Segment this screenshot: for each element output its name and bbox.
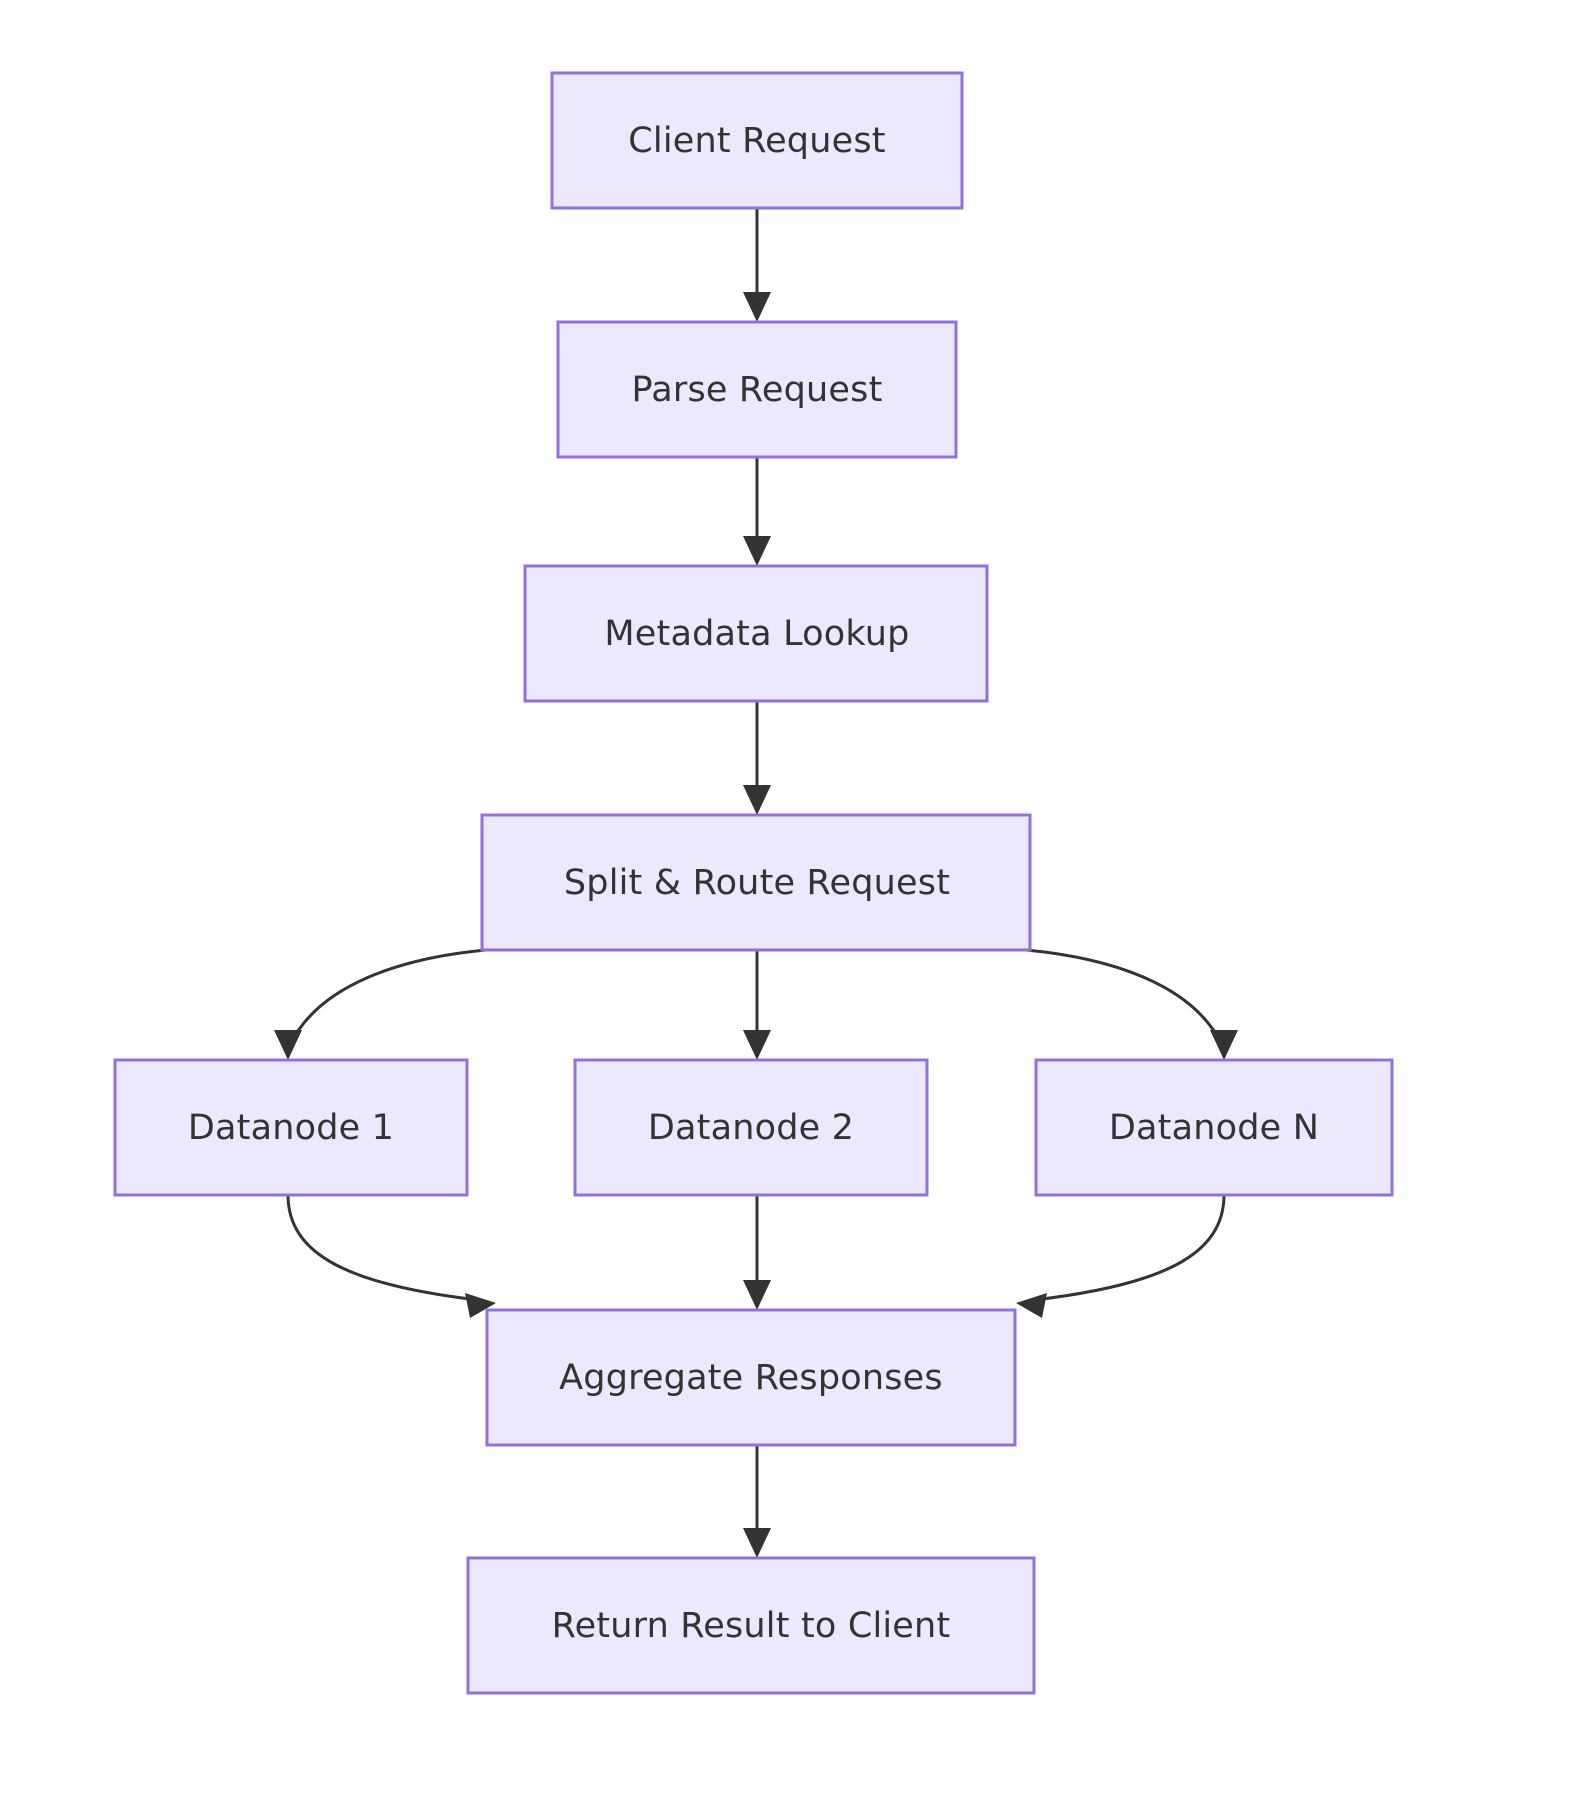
edge-split-route-to-datanode-n [1025, 948, 1238, 1060]
node-label-datanode-n: Datanode N [1109, 1108, 1319, 1148]
arrowhead-icon [465, 1293, 496, 1318]
node-box[interactable] [556, 320, 958, 459]
node-box[interactable] [573, 1058, 929, 1197]
arrowhead-icon [274, 1030, 302, 1060]
node-parse-request[interactable]: Parse Request [556, 320, 958, 459]
node-label-client-request: Client Request [628, 121, 885, 161]
node-datanode-1[interactable]: Datanode 1 [113, 1058, 469, 1197]
node-label-datanode-1: Datanode 1 [188, 1108, 394, 1148]
node-label-aggregate-responses: Aggregate Responses [559, 1358, 943, 1398]
arrowhead-icon [1210, 1030, 1238, 1060]
node-label-split-route-request: Split & Route Request [564, 863, 950, 903]
edge-split-route-to-datanode-1 [274, 948, 487, 1060]
edge-aggregate-to-return-result [743, 1445, 771, 1558]
edge-split-route-to-datanode-2 [743, 950, 771, 1060]
edge-metadata-lookup-to-split-route [743, 701, 771, 815]
arrowhead-icon [743, 536, 771, 566]
node-aggregate-responses[interactable]: Aggregate Responses [485, 1308, 1017, 1447]
node-datanode-2[interactable]: Datanode 2 [573, 1058, 929, 1197]
node-box[interactable] [480, 813, 1032, 952]
edge-datanode-2-to-aggregate [743, 1195, 771, 1310]
edge-client-request-to-parse-request [743, 208, 771, 322]
arrowhead-icon [743, 292, 771, 322]
edge-datanode-1-to-aggregate [286, 1194, 496, 1318]
node-client-request[interactable]: Client Request [550, 71, 964, 210]
arrowhead-icon [743, 1030, 771, 1060]
node-layer: Client Request Parse Request Metadata Lo… [113, 71, 1394, 1695]
node-box[interactable] [485, 1308, 1017, 1447]
edge-datanode-n-to-aggregate [1016, 1194, 1226, 1318]
node-label-return-result-to-client: Return Result to Client [552, 1606, 951, 1646]
arrowhead-icon [743, 1280, 771, 1310]
node-box[interactable] [113, 1058, 469, 1197]
node-return-result-to-client[interactable]: Return Result to Client [466, 1556, 1036, 1695]
node-datanode-n[interactable]: Datanode N [1034, 1058, 1394, 1197]
node-split-route-request[interactable]: Split & Route Request [480, 813, 1032, 952]
node-box[interactable] [550, 71, 964, 210]
edge-parse-request-to-metadata-lookup [743, 457, 771, 566]
node-box[interactable] [466, 1556, 1036, 1695]
arrowhead-icon [743, 785, 771, 815]
node-label-parse-request: Parse Request [631, 370, 882, 410]
node-label-metadata-lookup: Metadata Lookup [604, 614, 909, 654]
arrowhead-icon [743, 1528, 771, 1558]
arrowhead-icon [1016, 1293, 1047, 1318]
node-box[interactable] [1034, 1058, 1394, 1197]
edge-layer [274, 208, 1238, 1558]
node-label-datanode-2: Datanode 2 [648, 1108, 854, 1148]
node-metadata-lookup[interactable]: Metadata Lookup [523, 564, 989, 703]
node-box[interactable] [523, 564, 989, 703]
